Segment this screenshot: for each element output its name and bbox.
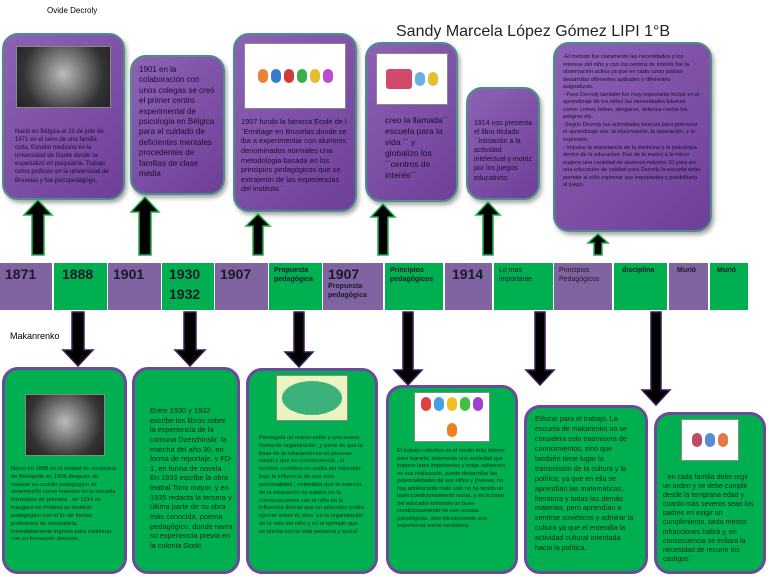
top-box-metodo: -El método fue claramente las necesidade… [553, 42, 712, 232]
bottom-label: Makanrenko [10, 331, 60, 341]
up-arrow-icon [129, 195, 161, 256]
box-text: 1901 en la colaboración con unos colegas… [139, 65, 215, 178]
top-box-1907: 1907 fundo la famosa Ecole de l´Ermitage… [233, 33, 357, 212]
down-arrow-icon [524, 311, 556, 387]
box-text: 1914 nos presenta el libro titulado ``in… [474, 120, 532, 182]
down-arrow-icon [283, 311, 315, 369]
down-arrow-icon [640, 311, 672, 407]
timeline-cell: disciplina [614, 263, 667, 310]
up-arrow-icon [369, 202, 397, 256]
timeline-cell: 1888 [54, 263, 107, 310]
timeline-cell: 1901 [108, 263, 161, 310]
box-text: 1907 fundo la famosa Ecole de l´Ermitage… [241, 117, 347, 194]
timeline-cell: 1907 [215, 263, 268, 310]
top-box-1871: Nació en Bélgica el 23 de julio de 1871 … [2, 33, 125, 200]
box-text: Perseguía un nuevo estilo y una nueva fo… [259, 435, 364, 535]
timeline-cell: Murió [710, 263, 748, 310]
timeline-cell: Murió [669, 263, 708, 310]
page-title: Sandy Marcela López Gómez LIPI 1°B [396, 23, 671, 40]
box-text: Educar para el trabajo. La escuela de ma… [535, 414, 634, 553]
down-arrow-icon [61, 311, 95, 368]
up-arrows [22, 195, 610, 256]
timeline-cell: 1871 [0, 263, 52, 310]
timeline-cell: 1914 [445, 263, 492, 310]
teamwork-figures [414, 392, 490, 442]
bottom-box-propuesta: Perseguía un nuevo estilo y una nueva fo… [246, 368, 378, 574]
box-text: creo la llamada`` escuela para la vida `… [385, 115, 449, 181]
up-arrow-icon [244, 212, 272, 256]
box-text: ``en cada familia debe regir un orden y … [663, 474, 754, 563]
up-arrow-icon [474, 200, 502, 256]
top-box-1901: 1901 en la colaboración con unos colegas… [130, 55, 225, 195]
bottom-box-disciplina: ``en cada familia debe regir un orden y … [654, 412, 766, 574]
portrait-photo [16, 46, 111, 108]
top-box-1914: 1914 nos presenta el libro titulado ``in… [466, 87, 540, 200]
box-text: Nació en Bélgica el 23 de julio de 1871 … [15, 129, 109, 184]
top-box-escuela: creo la llamada`` escuela para la vida `… [365, 42, 458, 202]
down-arrow-icon [392, 311, 424, 387]
children-illustration [244, 43, 346, 109]
box-text: El trabajo colectivo es el medio más idó… [397, 448, 506, 530]
down-arrows [61, 311, 672, 407]
up-arrow-icon [586, 232, 610, 256]
bottom-box-1888: Nació en 1888 en la ciudad de ucraniana … [2, 367, 127, 574]
box-text: -El método fue claramente las necesidade… [563, 54, 701, 189]
down-arrow-icon [173, 311, 207, 368]
bottom-box-principios: El trabajo colectivo es el medio más idó… [386, 385, 518, 574]
box-text: Nació en 1888 en la ciudad de ucraniana … [11, 466, 117, 543]
portrait-photo [24, 394, 105, 456]
timeline-cell: Principios Pedagógicos [554, 263, 612, 310]
timeline-cell: Principios pedagógicos [385, 263, 443, 310]
up-arrow-icon [22, 198, 54, 256]
bottom-box-trabajo: Educar para el trabajo. La escuela de ma… [524, 405, 648, 574]
timeline-cell: Lo mas importante [494, 263, 553, 310]
school-drawing [375, 53, 448, 105]
bottom-box-1930: Entre 1930 y 1932 escribe los libros sob… [132, 367, 240, 574]
world-children-illustration [276, 375, 348, 421]
family-illustration [681, 419, 739, 461]
timeline-cell: Propuesta pedagógica [269, 263, 322, 310]
box-text: Entre 1930 y 1932 escribe los libros sob… [150, 406, 233, 550]
top-label: Ovide Decroly [47, 6, 98, 15]
